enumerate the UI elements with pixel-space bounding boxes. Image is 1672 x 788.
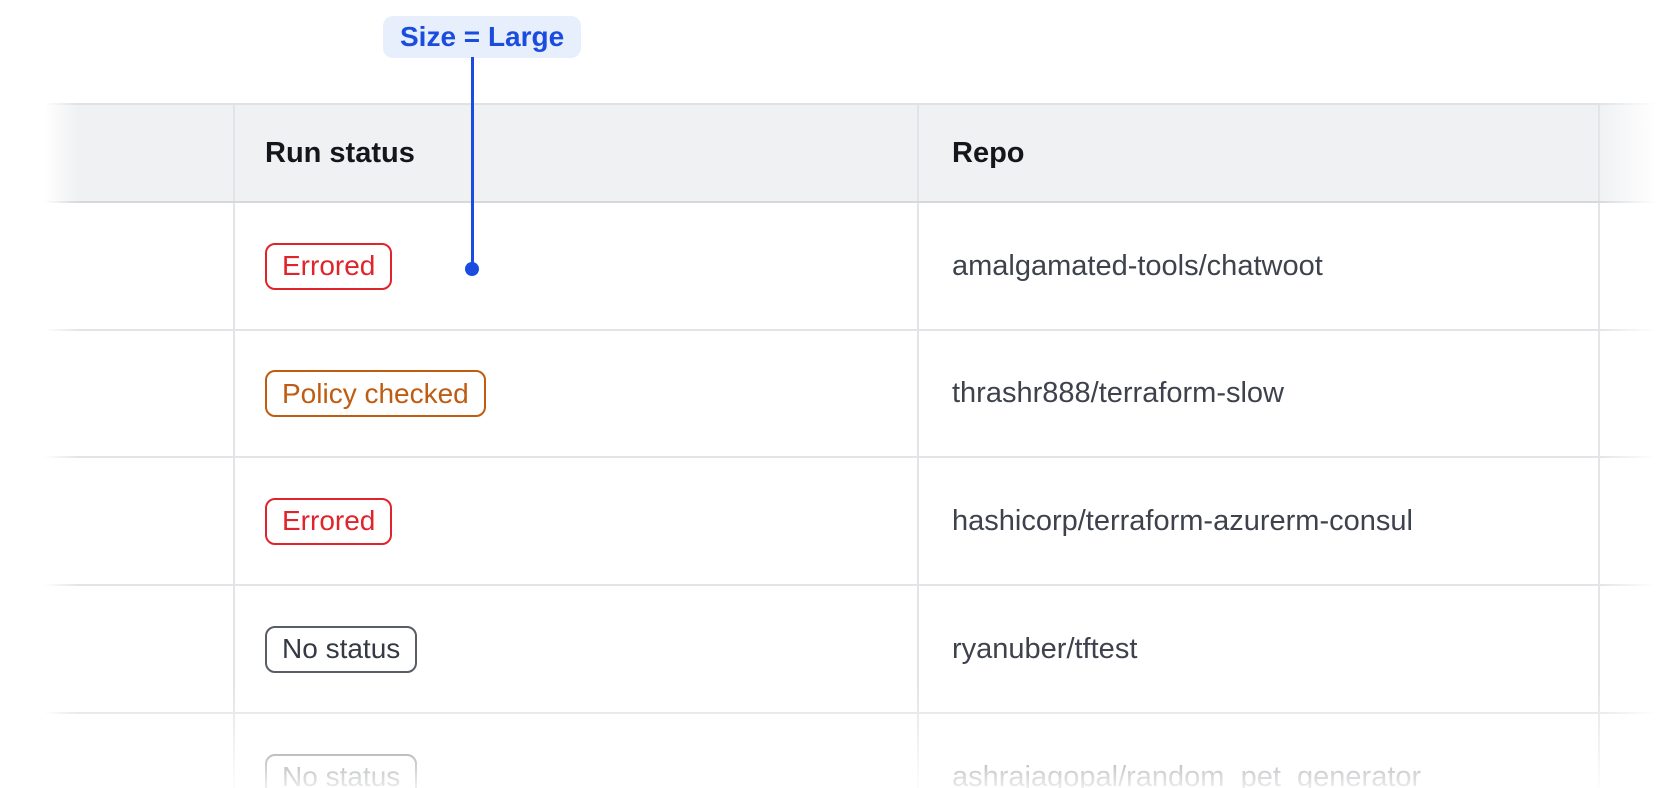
repo-name: hashicorp/terraform-azurerm-consul bbox=[952, 504, 1413, 537]
run-status-cell: Policy checked bbox=[233, 331, 917, 456]
annotation-connector-dot bbox=[465, 262, 479, 276]
table-row[interactable]: Policy checked thrashr888/terraform-slow bbox=[0, 331, 1672, 458]
table-header-row: Run status Repo bbox=[0, 103, 1672, 203]
header-cell-empty bbox=[0, 105, 233, 201]
repo-cell: amalgamated-tools/chatwoot bbox=[917, 203, 1598, 329]
row-overflow-cell bbox=[1598, 203, 1672, 329]
column-header-run-status: Run status bbox=[233, 105, 917, 201]
run-status-badge: No status bbox=[265, 753, 418, 788]
repo-name: ashrajagopal/random_pet_generator bbox=[952, 760, 1422, 788]
run-status-cell: No status bbox=[233, 714, 917, 788]
table-row[interactable]: No status ashrajagopal/random_pet_genera… bbox=[0, 714, 1672, 788]
row-overflow-cell bbox=[1598, 586, 1672, 712]
run-status-badge: Errored bbox=[265, 497, 393, 545]
row-leading-cell bbox=[0, 714, 233, 788]
run-status-badge: No status bbox=[265, 625, 418, 673]
annotation-connector-line bbox=[471, 57, 474, 263]
table-row[interactable]: No status ryanuber/tftest bbox=[0, 586, 1672, 714]
row-leading-cell bbox=[0, 203, 233, 329]
repo-cell: hashicorp/terraform-azurerm-consul bbox=[917, 458, 1598, 584]
row-leading-cell bbox=[0, 331, 233, 456]
repo-name: ryanuber/tftest bbox=[952, 632, 1138, 665]
repo-cell: ryanuber/tftest bbox=[917, 586, 1598, 712]
run-status-cell: Errored bbox=[233, 203, 917, 329]
repo-cell: ashrajagopal/random_pet_generator bbox=[917, 714, 1598, 788]
column-header-repo: Repo bbox=[917, 105, 1598, 201]
run-status-badge: Errored bbox=[265, 242, 393, 290]
run-status-cell: No status bbox=[233, 586, 917, 712]
row-overflow-cell bbox=[1598, 458, 1672, 584]
header-cell-overflow bbox=[1598, 105, 1672, 201]
table-row[interactable]: Errored hashicorp/terraform-azurerm-cons… bbox=[0, 458, 1672, 586]
repo-name: thrashr888/terraform-slow bbox=[952, 377, 1284, 409]
repo-cell: thrashr888/terraform-slow bbox=[917, 331, 1598, 456]
run-status-cell: Errored bbox=[233, 458, 917, 584]
repo-name: amalgamated-tools/chatwoot bbox=[952, 249, 1323, 282]
table-row[interactable]: Errored amalgamated-tools/chatwoot bbox=[0, 203, 1672, 331]
row-overflow-cell bbox=[1598, 331, 1672, 456]
row-overflow-cell bbox=[1598, 714, 1672, 788]
row-leading-cell bbox=[0, 458, 233, 584]
run-status-badge: Policy checked bbox=[265, 370, 486, 417]
runs-table: Run status Repo Errored amalgamated-tool… bbox=[0, 103, 1672, 788]
row-leading-cell bbox=[0, 586, 233, 712]
size-annotation-label: Size = Large bbox=[383, 16, 582, 58]
